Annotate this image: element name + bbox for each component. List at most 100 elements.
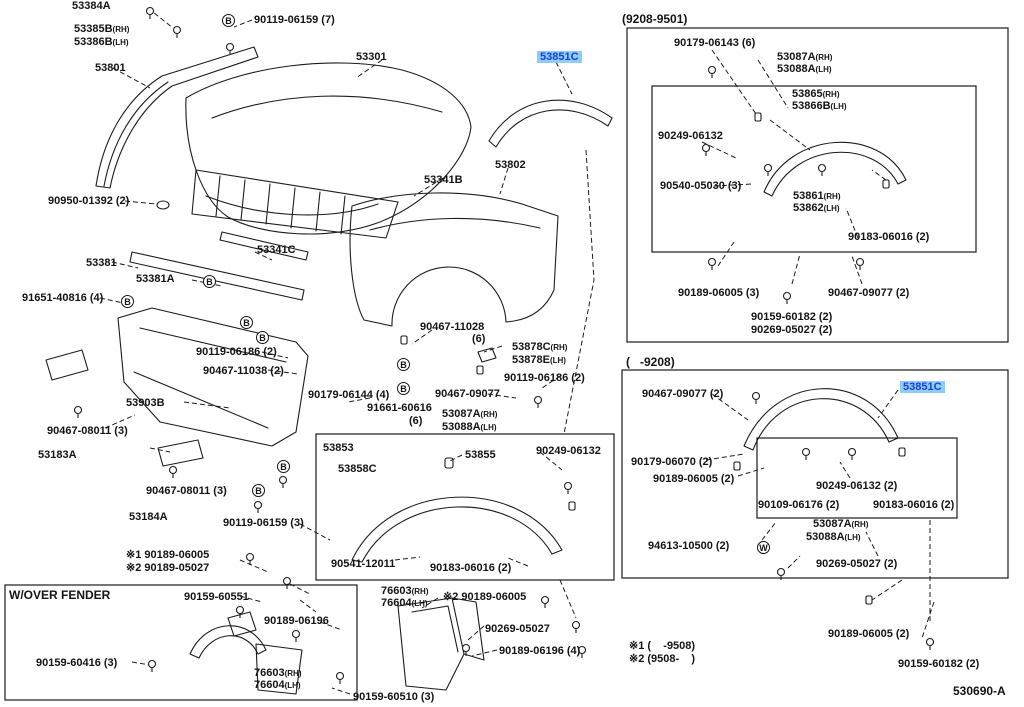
part-label: 90179-06070 (2) [631,456,713,468]
part-label: 53861(RH) [793,190,841,202]
part-label: 53903B [126,397,165,409]
part-label: 53087A(RH) [777,51,833,63]
leader-lines [99,7,935,695]
flare-center-box [351,457,563,563]
part-label: 90467-08011 (3) [47,425,128,437]
part-label: 90950-01392 (2) [48,195,130,207]
part-label: 90189-06005 (2) [653,473,735,485]
flare-mid-right [743,388,899,451]
part-label: 53862(LH) [793,202,840,214]
part-label: 90249-06132 [658,130,723,142]
circled-b-marker: B [222,14,235,27]
part-label: 90269-05027 (2) [816,558,898,570]
part-label: 90119-06159 (3) [223,517,304,529]
part-label: 53384A [72,0,111,12]
part-label: 76604(LH) [254,679,301,691]
part-label: 90119-06186 (2) [504,372,585,384]
part-label: 90249-06132 [536,445,601,457]
part-label: 53385B(RH) [74,23,130,35]
over-fender-parts [189,611,303,695]
part-label: 90183-06016 (2) [848,231,930,243]
part-label: 90467-11038 (2) [203,365,284,377]
section-title-pre-9208: ( -9208) [626,355,675,369]
flare-top-right [763,141,907,197]
part-label: 53878E(LH) [512,354,566,366]
part-label: 90159-60510 (3) [353,691,435,703]
part-label: 90159-60182 (2) [751,311,833,323]
part-label: 90249-06132 (2) [816,480,898,492]
footnote-2: ※2 (9508- ) [629,653,696,665]
circled-b-marker: B [240,316,253,329]
part-label-highlighted: 53851C [900,381,945,393]
cowl-strip [95,46,259,189]
part-label: 76604(LH) [381,597,428,609]
part-label: 90189-06196 (4) [499,645,581,657]
part-label: 53183A [38,449,77,461]
part-label: 53802 [495,159,526,171]
part-label: 76603(RH) [381,585,429,597]
circled-b-marker: B [121,295,134,308]
part-label: ※2 90189-06005 [443,591,527,603]
circled-b-marker: B [277,460,290,473]
part-label: 90119-06159 (7) [254,14,335,26]
section-boxes [4,27,1009,701]
part-label: 53087A(RH) [813,518,869,530]
part-label: 53184A [129,511,168,523]
part-label: 53858C [338,463,377,475]
part-label: 90189-06005 (3) [678,287,760,299]
part-label: 76603(RH) [254,667,302,679]
part-label: 90109-06176 (2) [758,499,840,511]
part-label: 53866B(LH) [792,100,847,112]
over-fender-title: W/OVER FENDER [9,588,111,602]
part-label: 90269-05027 (2) [751,324,833,336]
part-label: 53381A [136,273,175,285]
part-label-highlighted: 53851C [537,51,582,63]
fender [349,192,559,363]
part-label: 90541-12011 [331,558,396,570]
part-label: 90183-06016 (2) [430,562,512,574]
part-label: 94613-10500 (2) [648,540,730,552]
circled-b-marker: B [203,275,216,288]
part-label: (6) [409,415,423,427]
circled-b-marker: B [252,484,265,497]
circled-b-marker: B [397,382,410,395]
hood-panel [185,62,472,235]
part-label: 53381 [86,257,117,269]
part-label: 53855 [465,449,496,461]
part-label: 90189-06005 (2) [828,628,910,640]
section-title-9208-9501: (9208-9501) [622,12,688,26]
part-label: 90159-60416 (3) [36,657,118,669]
part-label: 53088A(LH) [777,63,832,75]
part-label: ※1 90189-06005 [126,549,210,561]
circled-b-marker: B [397,358,410,371]
part-label: 90179-06143 (6) [674,37,756,49]
arch-moulding-main [488,99,613,148]
part-label: 90179-06144 (4) [308,389,390,401]
bumper-frame [45,307,309,467]
part-label: 90540-05030 (3) [660,180,742,192]
part-label: 53386B(LH) [74,36,129,48]
part-label: 90159-60182 (2) [898,658,980,670]
part-label: (6) [472,333,486,345]
circled-w-marker: W [757,541,770,554]
part-label: 53865(RH) [792,88,840,100]
part-label: 90183-06016 (2) [873,499,955,511]
part-label: 53301 [356,51,387,63]
footnote-1: ※1 ( -9508) [629,640,696,652]
part-label: 53088A(LH) [442,421,497,433]
part-label: 91651-40816 (4) [22,292,104,304]
part-label: 53088A(LH) [806,531,861,543]
part-label: 53853 [323,442,354,454]
part-label: 53341B [424,174,463,186]
part-label: 53801 [95,62,126,74]
part-label: 90189-06196 [264,615,329,627]
part-label: 53087A(RH) [442,408,498,420]
part-label: 90467-11028 [420,321,485,333]
front-strips [129,231,309,301]
part-label: 90467-09077 [435,388,500,400]
part-label: 90467-09077 (2) [642,388,724,400]
part-label: 53341C [257,244,296,256]
part-label: 53878C(RH) [512,341,568,353]
